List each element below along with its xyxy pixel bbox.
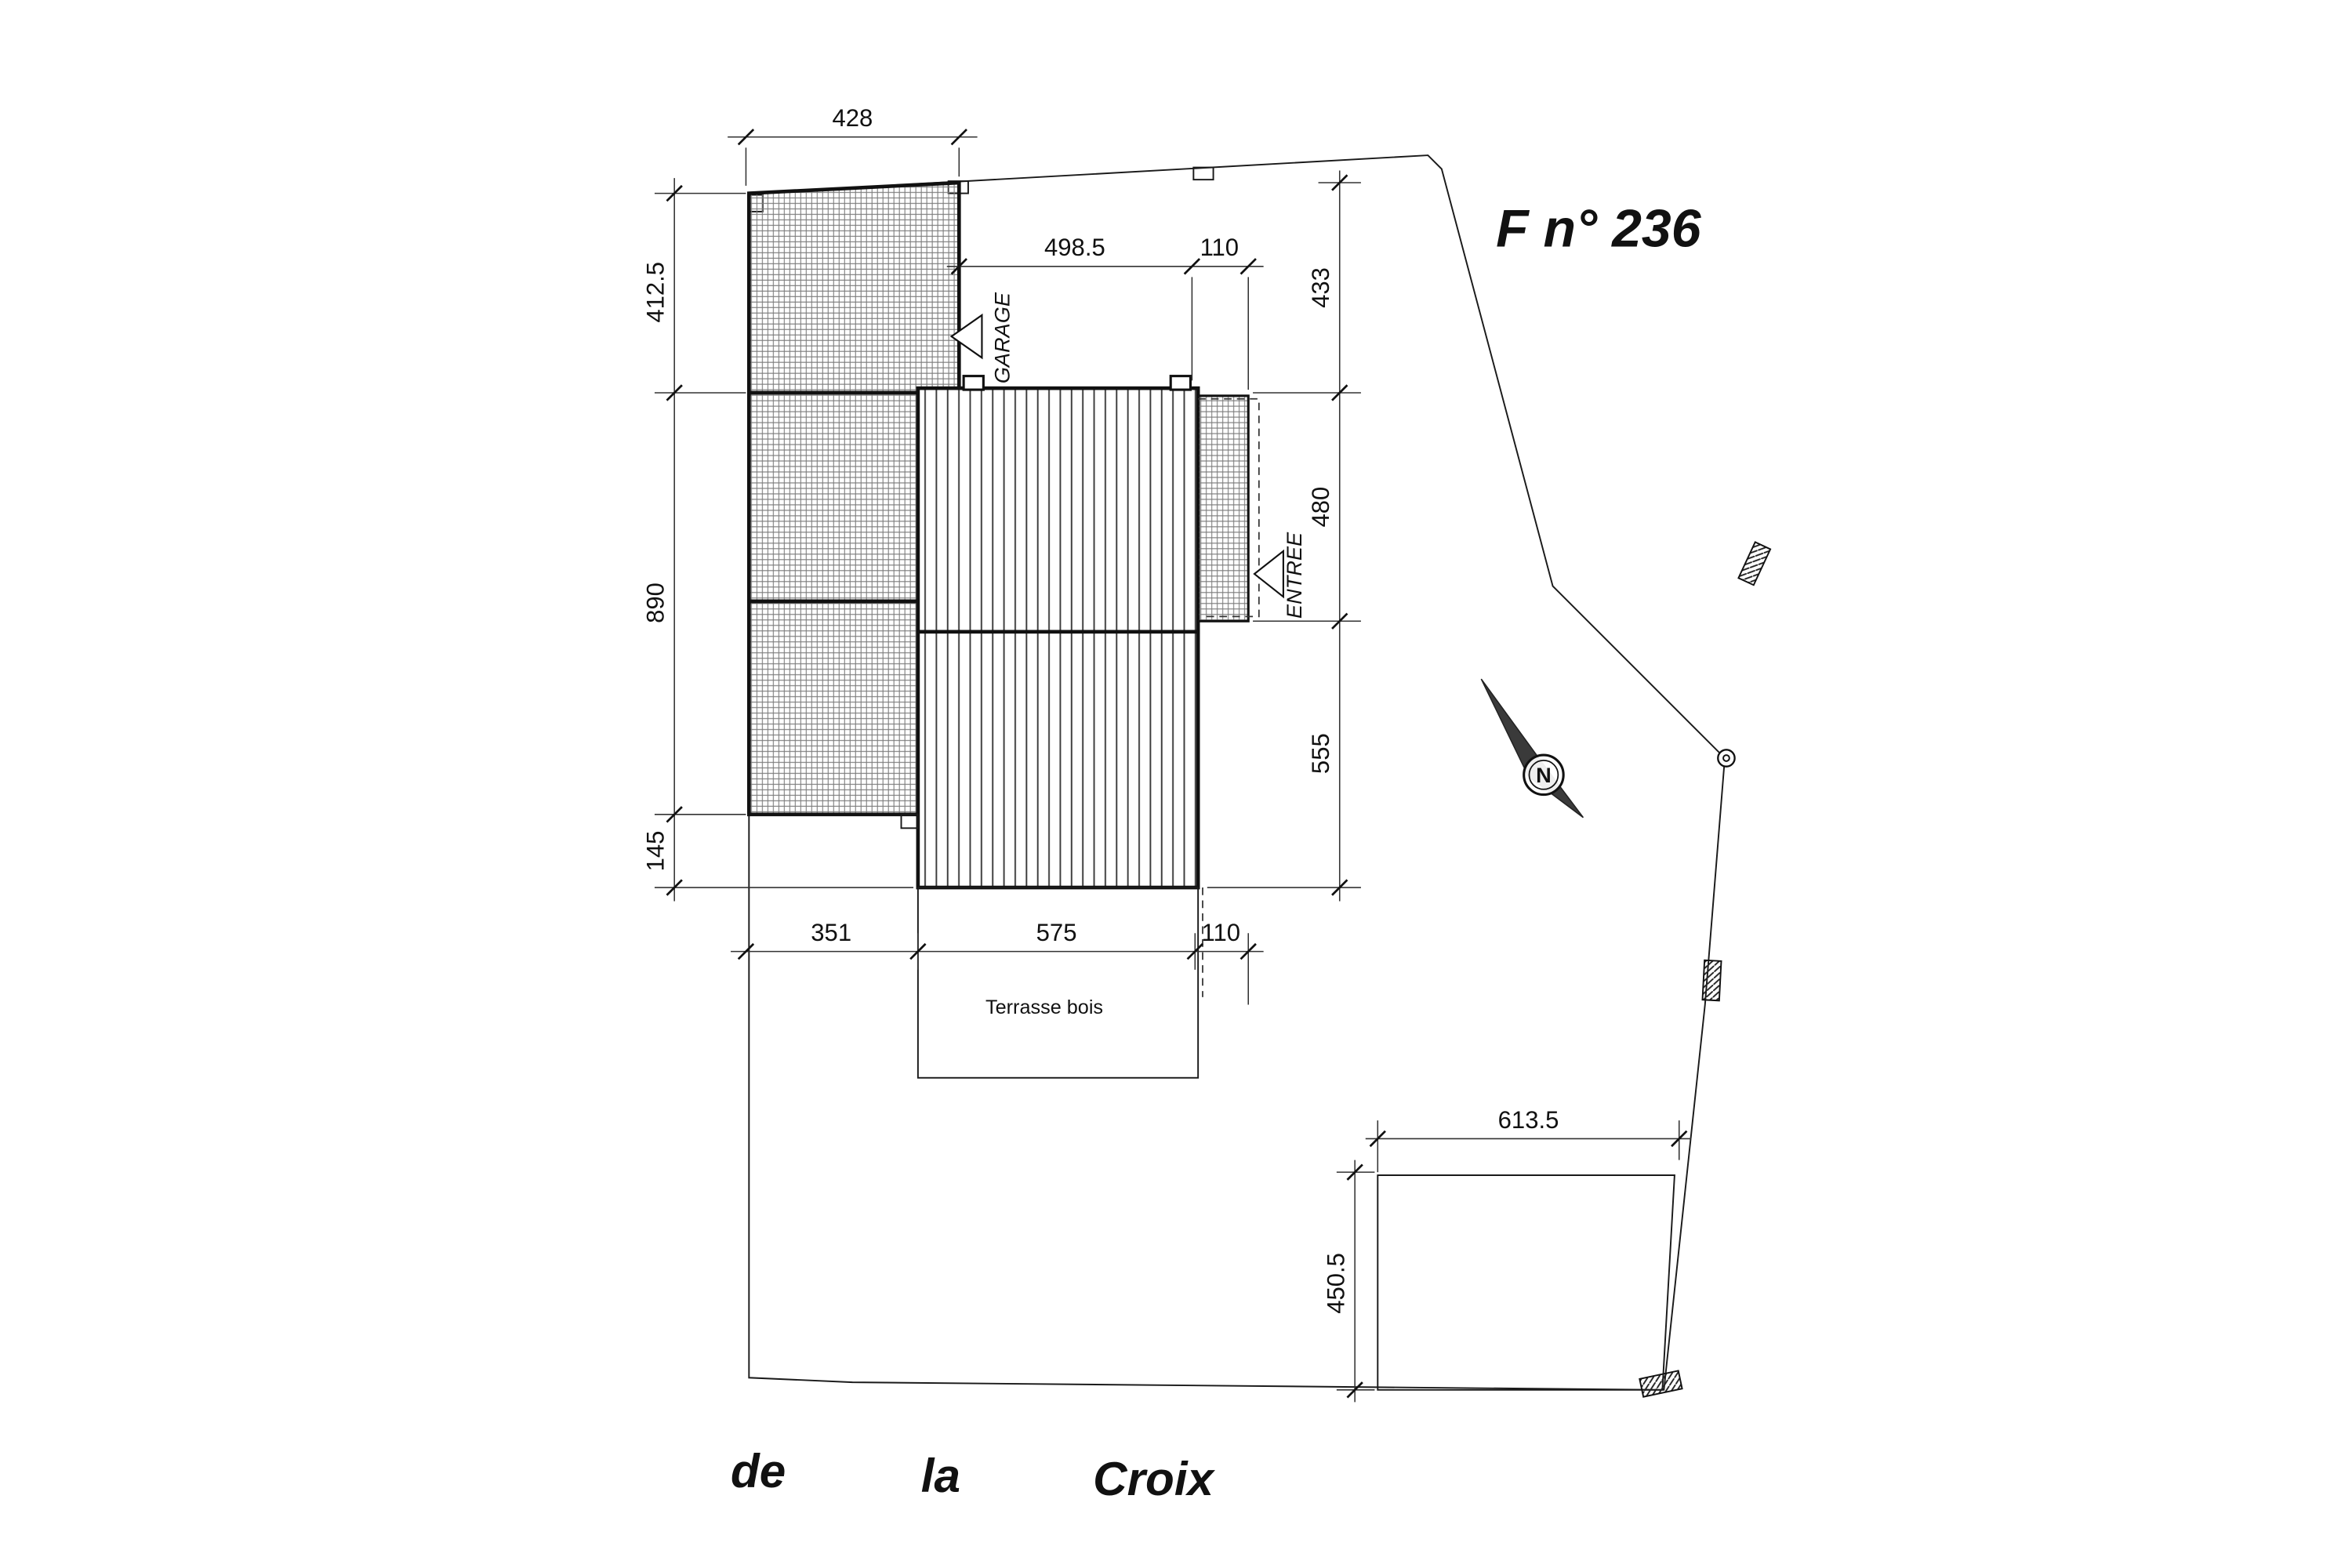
- terrace-rect: [916, 887, 1200, 1079]
- dim-label-575: 575: [1036, 919, 1077, 946]
- roof-tab-icon: [1169, 375, 1192, 391]
- boundary-point-marker-dot: [1722, 754, 1730, 762]
- property-boundary: [748, 154, 1726, 1391]
- dim-label-110-top: 110: [1200, 234, 1240, 261]
- dim-label-890: 890: [642, 583, 670, 623]
- boundary-hatched-marker-icon: [1639, 1370, 1683, 1398]
- parcel-title: F n° 236: [1496, 199, 1702, 259]
- dim-label-351: 351: [811, 919, 851, 946]
- street-word-la: la: [921, 1450, 960, 1502]
- dim-label-412-5: 412.5: [642, 262, 670, 323]
- garage-label: GARAGE: [989, 292, 1014, 383]
- garage-entrance-arrow-icon: [949, 313, 983, 360]
- street-word-de: de: [731, 1445, 786, 1497]
- dim-label-555: 555: [1307, 733, 1334, 774]
- dim-label-498-5: 498.5: [1044, 234, 1105, 261]
- dim-label-480: 480: [1307, 487, 1334, 528]
- dim-label-613-5: 613.5: [1498, 1106, 1559, 1134]
- roof-tab-icon: [962, 375, 985, 391]
- entree-arrow-icon: [1253, 549, 1284, 599]
- dim-label-110-bottom: 110: [1202, 919, 1241, 946]
- dim-label-450-5: 450.5: [1323, 1253, 1350, 1314]
- house-roof-hatch-lower: [747, 599, 924, 817]
- gravel-area: [1377, 1174, 1675, 1391]
- north-arrow-icon: N: [1480, 678, 1584, 818]
- street-word-croix: Croix: [1093, 1453, 1215, 1505]
- house-roof-hatch-upper: [747, 390, 924, 604]
- striped-roof-lower: [916, 630, 1200, 890]
- striped-roof-upper: [916, 386, 1200, 634]
- dim-label-433: 433: [1307, 267, 1334, 308]
- dim-label-428: 428: [832, 104, 873, 132]
- boundary-hatched-marker-icon: [1737, 541, 1772, 586]
- north-label: N: [1536, 763, 1552, 787]
- boundary-mark-icon: [1192, 166, 1214, 181]
- wall-tab-icon: [900, 813, 919, 829]
- garage-roof-hatch: [747, 180, 961, 395]
- entree-label: ENTREE: [1282, 532, 1306, 619]
- dashed-outline-porch: [1198, 397, 1260, 618]
- dim-label-145: 145: [642, 831, 670, 872]
- terrace-label: Terrasse bois: [985, 996, 1103, 1018]
- boundary-hatched-marker-icon: [1701, 959, 1722, 1002]
- entrance-porch-hatch: [1196, 394, 1250, 622]
